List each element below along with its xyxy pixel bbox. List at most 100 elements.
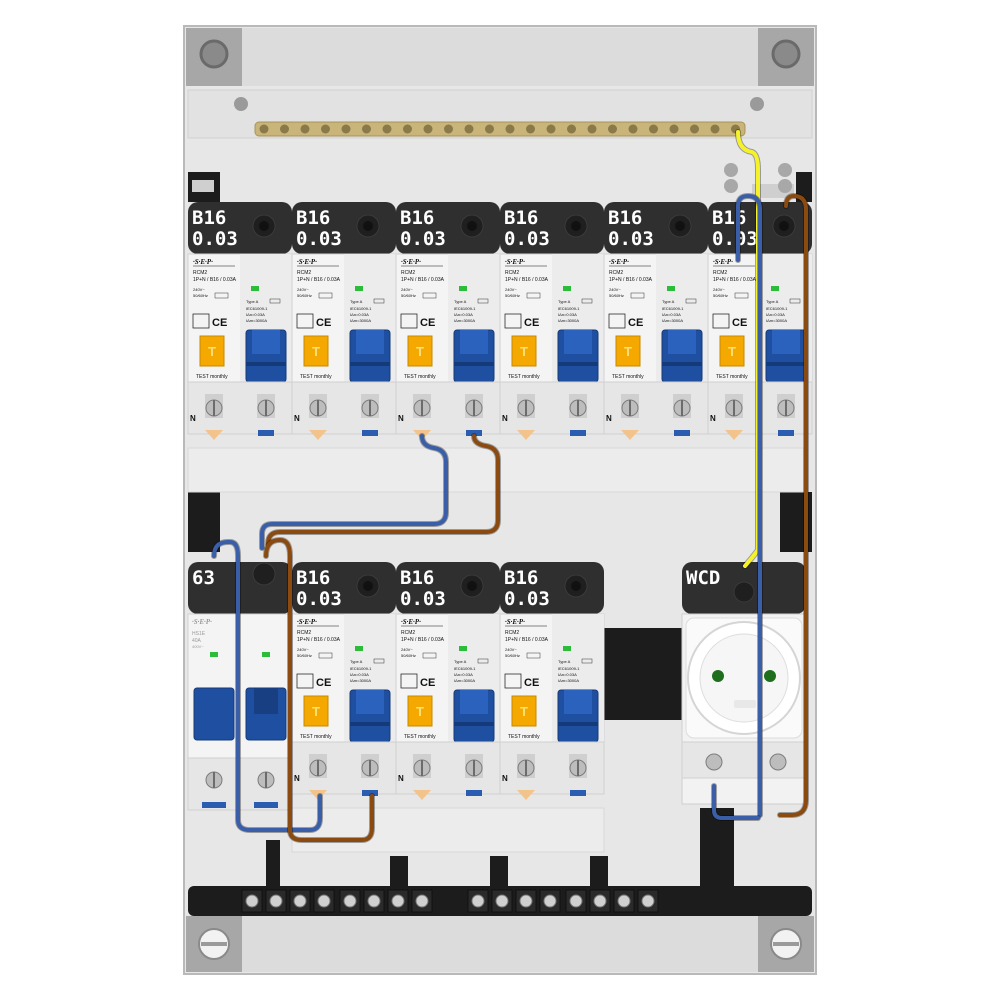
status-led <box>355 286 363 291</box>
status-led <box>355 646 363 651</box>
brand-logo: ·S·E·P· <box>505 618 525 626</box>
busbar-hole <box>423 124 433 134</box>
idn-label: IΔn=0.03A <box>350 312 369 317</box>
busbar-hole <box>444 124 453 134</box>
terminal-screw-icon <box>471 894 485 908</box>
spec-label: 1P+N / B16 / 0.03A <box>401 637 445 643</box>
freq-label: 50/60Hz <box>505 293 520 298</box>
type-label: Type A <box>454 299 467 304</box>
main-switch-current: 40A <box>192 638 202 644</box>
terminal-screw-icon <box>269 894 283 908</box>
spec-label: 1P+N / B16 / 0.03A <box>297 277 341 283</box>
neutral-label: N <box>398 414 404 423</box>
type-label: Type A <box>662 299 675 304</box>
status-led <box>251 286 259 291</box>
test-button-label: T <box>416 344 424 359</box>
ce-mark: CE <box>212 317 227 329</box>
terminal-screw-icon <box>415 894 429 908</box>
kema-keur-mark-icon <box>504 673 522 689</box>
standard-label: IEC61009-1 <box>662 306 684 311</box>
test-button[interactable] <box>407 695 433 727</box>
status-led <box>459 286 467 291</box>
model-label: RCM2 <box>713 270 727 276</box>
terminal-screw-icon <box>593 894 607 908</box>
brand-logo: ·S·E·P· <box>297 618 317 626</box>
icn-label: IΔm=3000A <box>454 318 475 323</box>
screw-icon <box>778 179 792 193</box>
freq-label: 50/60Hz <box>505 653 520 658</box>
rating-label: B16 <box>712 207 746 229</box>
freq-label: 50/60Hz <box>297 293 312 298</box>
trip-label: 0.03 <box>192 228 238 250</box>
standard-label: IEC61009-1 <box>454 306 476 311</box>
voltage-label: 240V~ <box>401 287 413 292</box>
test-button[interactable] <box>719 335 745 367</box>
rating-label: B16 <box>504 207 538 229</box>
test-button[interactable] <box>303 335 329 367</box>
bottom-cover-strip <box>242 916 758 972</box>
idn-label: IΔn=0.03A <box>454 312 473 317</box>
model-label: RCM2 <box>401 270 415 276</box>
status-led <box>262 652 270 657</box>
spec-label: 1P+N / B16 / 0.03A <box>505 637 549 643</box>
neutral-label: N <box>294 774 300 783</box>
idn-label: IΔn=0.03A <box>662 312 681 317</box>
freq-label: 50/60Hz <box>401 653 416 658</box>
busbar-hole <box>505 124 515 134</box>
test-button[interactable] <box>407 335 433 367</box>
status-led <box>771 286 779 291</box>
main-switch-brand: ·S·E·P· <box>192 618 212 626</box>
test-button[interactable] <box>199 335 225 367</box>
rail-bracket-left <box>188 492 220 552</box>
test-monthly-label: TEST monthly <box>300 374 332 380</box>
main-switch-toggle-left[interactable] <box>193 687 235 741</box>
terminal-screw-icon <box>293 894 307 908</box>
rating-label: B16 <box>400 207 434 229</box>
spec-label: 1P+N / B16 / 0.03A <box>193 277 237 283</box>
neutral-label: N <box>606 414 612 423</box>
busbar-hole <box>649 124 658 134</box>
busbar-hole <box>608 124 617 134</box>
voltage-label: 240V~ <box>297 287 309 292</box>
neutral-jumper-wire <box>260 434 448 550</box>
terminal-screw-icon <box>641 894 655 908</box>
trip-label: 0.03 <box>712 228 758 250</box>
test-button[interactable] <box>303 695 329 727</box>
icn-label: IΔm=3000A <box>350 318 371 323</box>
rating-label: B16 <box>192 207 226 229</box>
test-button[interactable] <box>615 335 641 367</box>
busbar-hole <box>567 124 576 134</box>
terminal-screw-icon <box>519 894 533 908</box>
corner-mount-bottom-left <box>186 916 242 972</box>
test-button-label: T <box>520 704 528 719</box>
trip-label: 0.03 <box>504 228 550 250</box>
socket-pin-hole <box>712 670 724 682</box>
rating-label: B16 <box>400 567 434 589</box>
terminal-screw-icon <box>367 894 381 908</box>
main-neutral-wire <box>212 540 322 832</box>
standard-label: IEC61009-1 <box>350 666 372 671</box>
screw-icon <box>724 179 738 193</box>
main-switch-model: HS1E <box>192 631 206 637</box>
neutral-wire-socket <box>736 194 762 817</box>
blank-slot <box>604 628 682 720</box>
terminal-screw-icon <box>705 753 723 771</box>
busbar-hole <box>259 124 269 134</box>
icn-label: IΔm=3000A <box>766 318 787 323</box>
voltage-label: 240V~ <box>713 287 725 292</box>
terminal-screw-icon <box>543 894 557 908</box>
voltage-label: 240V~ <box>193 287 205 292</box>
spec-label: 1P+N / B16 / 0.03A <box>401 277 445 283</box>
neutral-label: N <box>502 774 508 783</box>
test-button[interactable] <box>511 335 537 367</box>
freq-label: 50/60Hz <box>297 653 312 658</box>
neutral-label: N <box>398 774 404 783</box>
busbar-hole <box>628 124 638 134</box>
test-button[interactable] <box>511 695 537 727</box>
busbar-hole <box>382 124 392 134</box>
